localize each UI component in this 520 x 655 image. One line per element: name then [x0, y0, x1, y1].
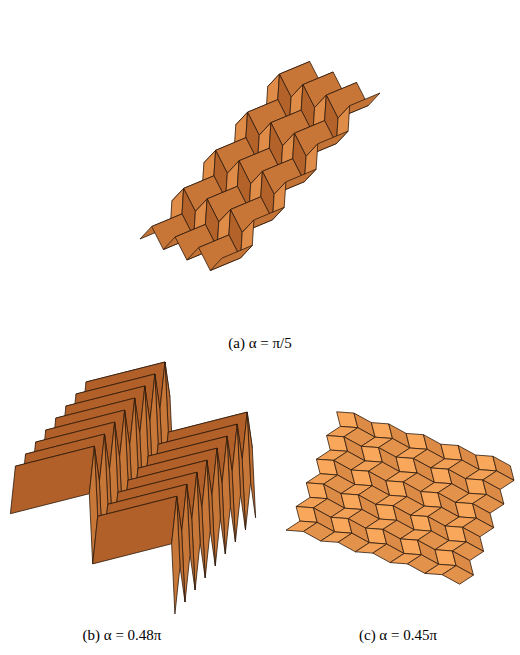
subfigure-caption: (c) α = 0.45π: [359, 627, 437, 644]
subfigure-caption: (a) α = π/5: [228, 335, 291, 352]
fold-face: [172, 496, 180, 614]
fold-face: [210, 245, 252, 270]
fold-face: [93, 496, 177, 564]
fold-face: [442, 566, 473, 585]
fold-face: [10, 446, 94, 514]
subfigure-caption: (b) α = 0.48π: [83, 627, 162, 644]
